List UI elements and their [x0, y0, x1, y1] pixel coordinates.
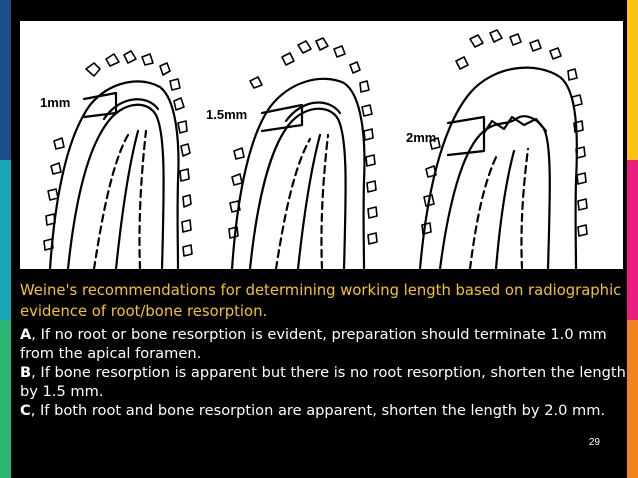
tooth-diagram-figure: 1mm 1.5mm 2mm [20, 21, 623, 269]
caption-title: Weine's recommendations for determining … [20, 282, 622, 320]
slide-number: 29 [588, 437, 600, 448]
label-1mm: 1mm [40, 95, 70, 110]
caption-item-b: B, If bone resorption is apparent but th… [20, 363, 628, 401]
left-color-strip [0, 0, 11, 478]
label-2mm: 2mm [406, 130, 436, 145]
item-text: , If both root and bone resorption are a… [30, 402, 606, 419]
item-letter: C [20, 402, 31, 419]
item-letter: A [20, 326, 32, 343]
item-text: , If bone resorption is apparent but the… [20, 364, 626, 400]
item-letter: B [20, 364, 32, 381]
diagram-a [43, 50, 193, 269]
caption-item-c: C, If both root and bone resorption are … [20, 401, 628, 420]
right-color-strip [627, 0, 638, 478]
item-text: , If no root or bone resorption is evide… [20, 326, 607, 362]
diagram-c [418, 29, 588, 269]
caption-item-a: A, If no root or bone resorption is evid… [20, 325, 628, 363]
diagram-b [228, 37, 378, 269]
slide-caption: Weine's recommendations for determining … [20, 280, 628, 420]
label-1-5mm: 1.5mm [206, 107, 247, 122]
